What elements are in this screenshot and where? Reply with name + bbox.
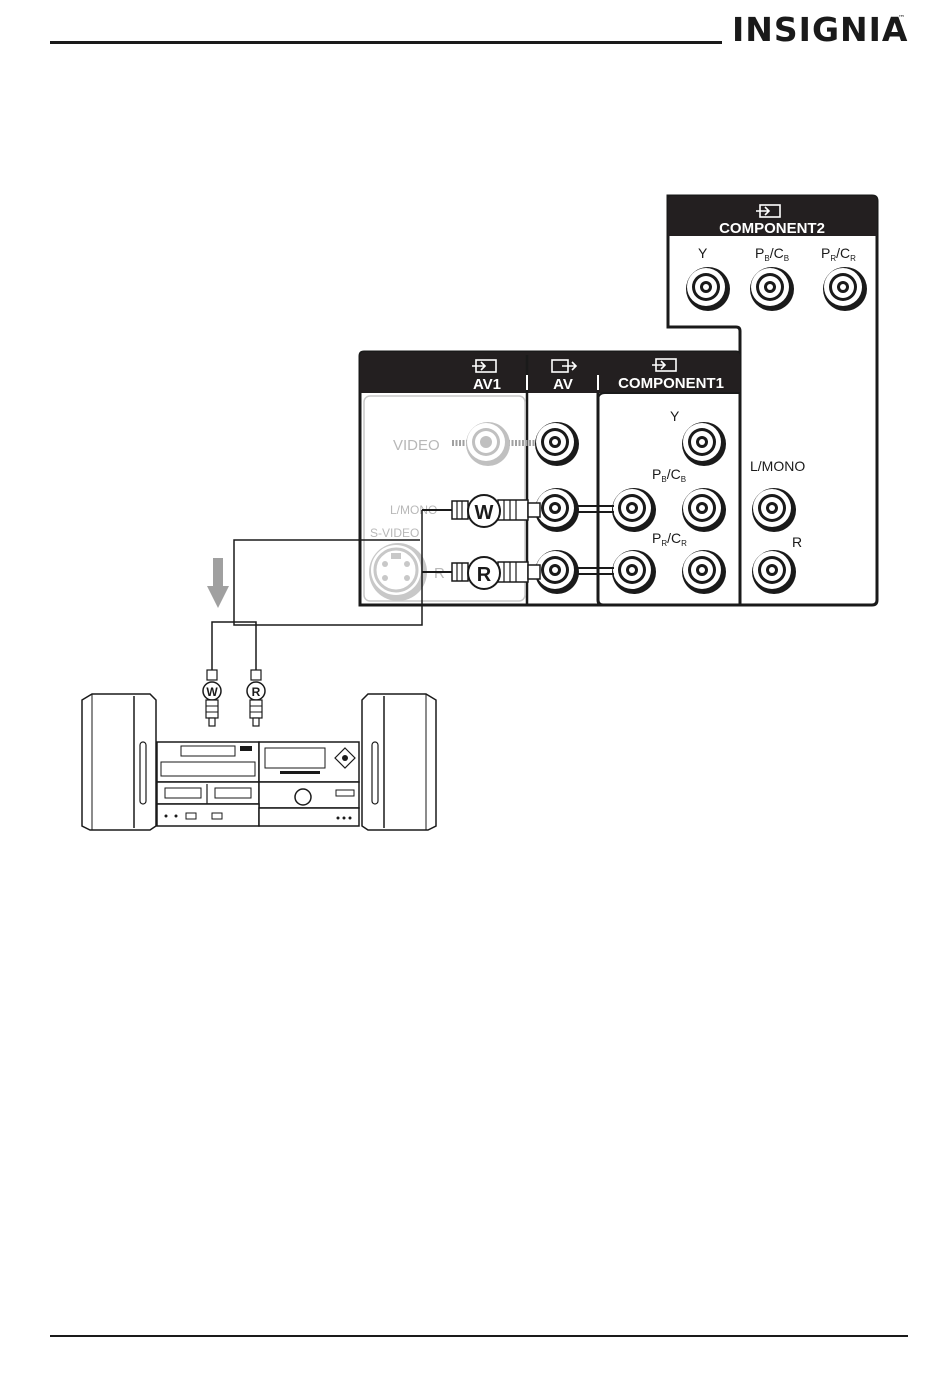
- audio-l-jack: [752, 488, 796, 532]
- c2-pr-label: PR/CR: [821, 245, 856, 263]
- c1-y-jack: [682, 422, 726, 466]
- stereo-receiver: [157, 742, 359, 826]
- audio-r-jack: [752, 550, 796, 594]
- left-speaker: [82, 694, 156, 830]
- svideo-label: S-VIDEO: [370, 526, 419, 540]
- stereo-red-plug-label: R: [252, 685, 261, 699]
- component2-panel: COMPONENT2 Y PB/CB PR/CR L/MONO R: [668, 196, 877, 605]
- c1-pr-jack-left: [612, 550, 656, 594]
- c2-y-jack: [686, 267, 730, 311]
- av1-video-jack: [466, 422, 510, 466]
- svideo-jack: [369, 543, 427, 601]
- right-speaker: [362, 694, 436, 830]
- av-panel: AV1 AV COMPONENT1 VIDEO L/MONO S-VIDEO R: [360, 352, 740, 605]
- r-label: R: [792, 534, 802, 550]
- down-arrow-icon: [207, 558, 229, 608]
- stereo-white-plug-label: W: [206, 685, 218, 699]
- footer-rule: [50, 1335, 908, 1337]
- component1-title: COMPONENT1: [618, 375, 724, 392]
- c2-pb-label: PB/CB: [755, 245, 789, 263]
- c1-pb-label: PB/CB: [652, 466, 686, 484]
- c2-y-label: Y: [698, 245, 708, 261]
- c2-pr-jack: [823, 267, 867, 311]
- c1-y-label: Y: [670, 408, 680, 424]
- video-label: VIDEO: [393, 437, 440, 454]
- av1-title: AV1: [473, 376, 501, 393]
- component2-title: COMPONENT2: [719, 220, 825, 237]
- av-out-video-jack: [535, 422, 579, 466]
- c1-pb-jack-left: [612, 488, 656, 532]
- c1-pb-jack-right: [682, 488, 726, 532]
- av-out-left-jack: [535, 488, 579, 532]
- stereo-cable: W R: [203, 622, 265, 726]
- c1-pr-label: PR/CR: [652, 530, 687, 548]
- av1-r-label: R: [434, 565, 445, 582]
- stereo-white-plug: W: [203, 670, 221, 726]
- av-output-title: AV: [553, 376, 573, 393]
- av-out-right-jack: [535, 550, 579, 594]
- white-plug-label: W: [475, 502, 494, 524]
- c1-pr-jack-right: [682, 550, 726, 594]
- c2-pb-jack: [750, 267, 794, 311]
- lmono-label: L/MONO: [750, 458, 805, 474]
- red-plug-label: R: [477, 564, 492, 586]
- stereo-red-plug: R: [247, 670, 265, 726]
